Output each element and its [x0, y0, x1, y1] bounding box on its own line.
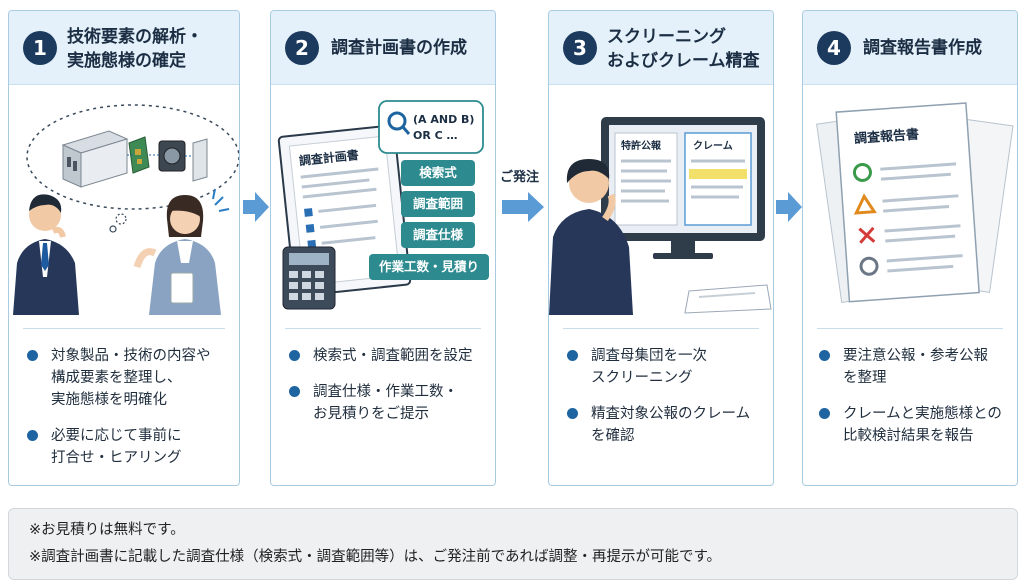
flow-arrow-2 — [502, 192, 544, 222]
step-number-4: 4 — [817, 31, 851, 65]
bullet-dot-icon — [819, 408, 830, 419]
chip-workload-estimate: 作業工数・見積り — [369, 254, 489, 280]
step-title-4: 調査報告書作成 — [863, 38, 982, 58]
consultant-woman-icon — [133, 188, 230, 315]
step-bullets-1: 対象製品・技術の内容や 構成要素を整理し、 実施態様を明確化 必要に応じて事前に… — [27, 345, 211, 483]
plan-document-illustration: 調査計画書 (A AND B) OR C … — [277, 100, 484, 310]
screen-label-patent: 特許公報 — [621, 139, 662, 152]
bullet-1-2: 必要に応じて事前に 打合せ・ヒアリング — [27, 425, 211, 469]
step-number-3: 3 — [563, 31, 597, 65]
card-divider-3 — [563, 328, 759, 329]
bullet-dot-icon — [27, 430, 38, 441]
bullet-1-1: 対象製品・技術の内容や 構成要素を整理し、 実施態様を明確化 — [27, 345, 211, 411]
step-header-1: 1 技術要素の解析・ 実施態様の確定 — [9, 11, 239, 85]
search-query-bubble: (A AND B) OR C … — [378, 100, 484, 154]
step-title-2: 調査計画書の作成 — [331, 38, 467, 58]
step-card-2: 2 調査計画書の作成 調査計画書 — [270, 10, 496, 486]
screen-label-claim: クレーム — [693, 140, 733, 152]
bullet-2-1: 検索式・調査範囲を設定 — [289, 345, 473, 367]
step-bullets-2: 検索式・調査範囲を設定 調査仕様・作業工数・ お見積りをご提示 — [289, 345, 473, 439]
calculator-icon — [282, 246, 336, 310]
bullet-4-2: クレームと実施態様との 比較検討結果を報告 — [819, 403, 1002, 447]
step-title-1: 技術要素の解析・ 実施態様の確定 — [67, 27, 203, 71]
flow-arrow-1 — [243, 192, 269, 222]
step-title-3: スクリーニング およびクレーム精査 — [607, 27, 760, 71]
report-document-illustration: 調査報告書 — [816, 102, 1014, 304]
step-card-3: 3 スクリーニング およびクレーム精査 特許公報 クレーム — [548, 10, 774, 486]
plan-doc-title: 調査計画書 — [298, 147, 359, 168]
bullet-dot-icon — [567, 408, 578, 419]
reviewer-person-icon — [549, 159, 633, 315]
bullet-dot-icon — [567, 350, 578, 361]
analysis-illustration — [13, 104, 239, 315]
note-free-estimate: ※お見積りは無料です。 — [29, 522, 185, 538]
step-header-4: 4 調査報告書作成 — [803, 11, 1017, 85]
card-divider-4 — [817, 328, 1003, 329]
bullet-4-1: 要注意公報・参考公報 を整理 — [819, 345, 1002, 389]
bullet-dot-icon — [289, 350, 300, 361]
step-card-1: 1 技術要素の解析・ 実施態様の確定 — [8, 10, 240, 486]
bullet-3-2: 精査対象公報のクレーム を確認 — [567, 403, 750, 447]
device-component-icon — [61, 130, 129, 188]
query-line-1: (A AND B) — [413, 113, 474, 126]
step-number-2: 2 — [285, 31, 319, 65]
cross-mark-icon — [858, 226, 876, 244]
checkbox-icon — [305, 224, 315, 233]
notes-box: ※お見積りは無料です。 ※調査計画書に記載した調査仕様（検索式・調査範囲等）は、… — [8, 508, 1018, 580]
bullet-dot-icon — [289, 386, 300, 397]
bullet-dot-icon — [27, 350, 38, 361]
bullet-3-1: 調査母集団を一次 スクリーニング — [567, 345, 750, 389]
chip-search-spec: 調査仕様 — [401, 222, 475, 248]
bullet-dot-icon — [819, 350, 830, 361]
step-header-3: 3 スクリーニング およびクレーム精査 — [549, 11, 773, 85]
bullet-2-2: 調査仕様・作業工数・ お見積りをご提示 — [289, 381, 473, 425]
checkbox-icon — [304, 208, 313, 217]
card-divider-1 — [23, 328, 225, 329]
chip-search-scope: 調査範囲 — [401, 191, 475, 217]
card-divider-2 — [285, 328, 481, 329]
triangle-mark-icon — [853, 193, 877, 215]
step-card-4: 4 調査報告書作成 調査報告書 — [802, 10, 1018, 486]
screening-illustration: 特許公報 クレーム — [549, 117, 772, 315]
step-number-1: 1 — [23, 31, 57, 65]
engineer-man-icon — [13, 194, 79, 315]
step-header-2: 2 調査計画書の作成 — [271, 11, 495, 85]
query-line-2: OR C … — [413, 129, 458, 142]
step-bullets-3: 調査母集団を一次 スクリーニング 精査対象公報のクレーム を確認 — [567, 345, 750, 461]
chip-search-formula: 検索式 — [401, 160, 475, 186]
report-doc-title: 調査報告書 — [854, 126, 920, 146]
flow-arrow-3 — [776, 192, 802, 222]
circle-mark-icon — [852, 162, 872, 182]
step-bullets-4: 要注意公報・参考公報 を整理 クレームと実施態様との 比較検討結果を報告 — [819, 345, 1002, 461]
search-icon — [387, 111, 407, 131]
gray-circle-mark-icon — [859, 256, 879, 276]
note-adjustment: ※調査計画書に記載した調査仕様（検索式・調査範囲等）は、ご発注前であれば調整・再… — [29, 549, 722, 565]
order-label: ご発注 — [500, 170, 540, 185]
